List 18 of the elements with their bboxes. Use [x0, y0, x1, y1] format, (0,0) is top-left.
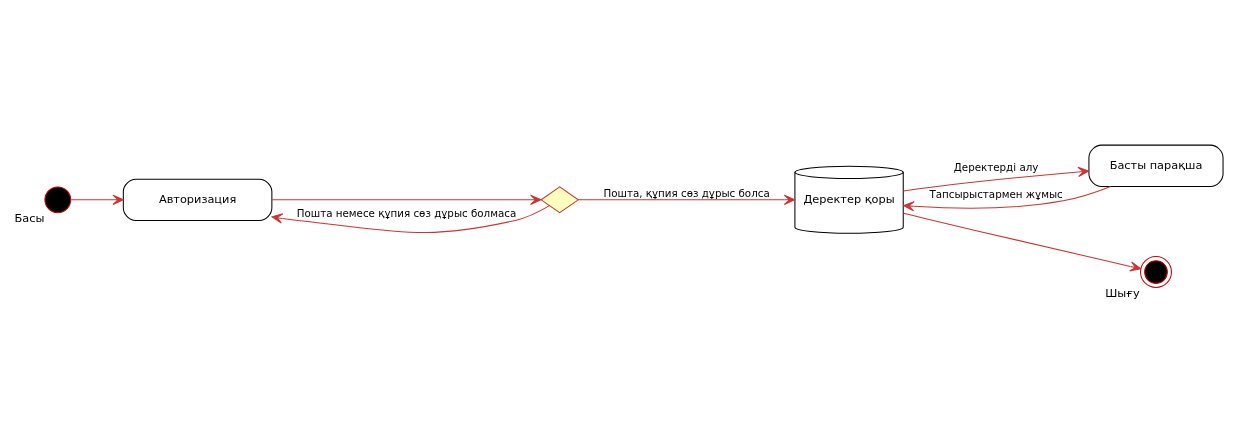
node-diamond [540, 185, 580, 213]
node-label: Басы [14, 210, 45, 225]
node-circle [1140, 255, 1172, 288]
arrow [70, 194, 124, 205]
arrow [903, 212, 1142, 271]
edge-label: Пошта немесе құпия сөз дұрыс болмаса [296, 206, 517, 219]
node-box: Авторизация [122, 178, 273, 221]
arrow [271, 194, 542, 205]
edge-label: Пошта, құпия сөз дұрыс болса [603, 186, 770, 199]
arrow [271, 204, 550, 233]
edge-label: Тапсырыстармен жұмыс [929, 187, 1063, 200]
arrow [903, 166, 1090, 191]
edge-label: Деректерді алу [953, 160, 1039, 173]
node-box: Басты парақша [1088, 144, 1224, 187]
node-circle [44, 185, 72, 213]
arrow [903, 185, 1112, 211]
node-label: Шығу [1105, 285, 1140, 300]
arrow [577, 194, 796, 205]
